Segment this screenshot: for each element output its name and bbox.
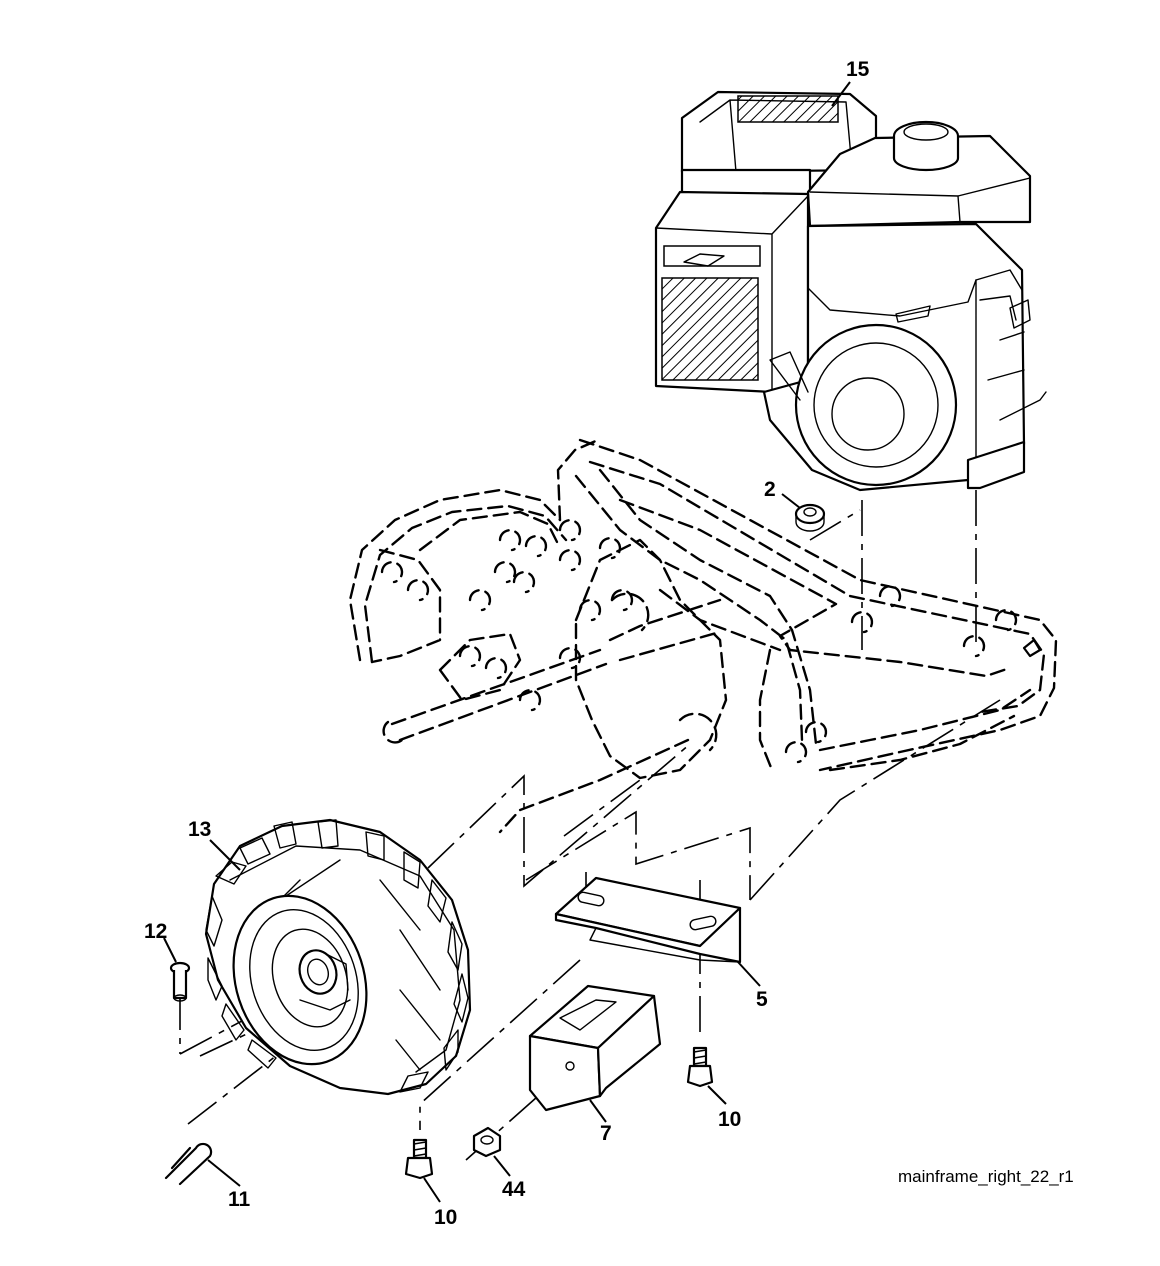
wheel-tire[interactable] [204, 818, 472, 1096]
mounting-bracket[interactable] [554, 876, 742, 964]
callout-7: 7 [600, 1122, 612, 1145]
leader-lines [163, 81, 851, 1203]
callout-44: 44 [502, 1178, 526, 1201]
weight-block[interactable] [528, 984, 662, 1112]
hex-bolt-right[interactable] [686, 1046, 714, 1088]
tine-assembly-reference [348, 438, 1058, 834]
callout-11: 11 [228, 1188, 251, 1211]
callout-10-left: 10 [434, 1206, 457, 1229]
clevis-pin[interactable] [169, 961, 191, 1002]
hairpin-clip[interactable] [164, 1142, 213, 1186]
callout-10-right: 10 [718, 1108, 741, 1131]
callout-12: 12 [144, 920, 167, 943]
hex-bolt-left[interactable] [404, 1138, 434, 1180]
callout-15: 15 [846, 58, 870, 81]
engine[interactable] [654, 90, 1047, 492]
hex-nut[interactable] [472, 1126, 502, 1158]
callout-5: 5 [756, 988, 768, 1011]
drawing-reference: mainframe_right_22_r1 [898, 1167, 1074, 1186]
callout-2: 2 [764, 478, 776, 501]
flange-nut[interactable] [794, 503, 826, 532]
callout-13: 13 [188, 818, 211, 841]
